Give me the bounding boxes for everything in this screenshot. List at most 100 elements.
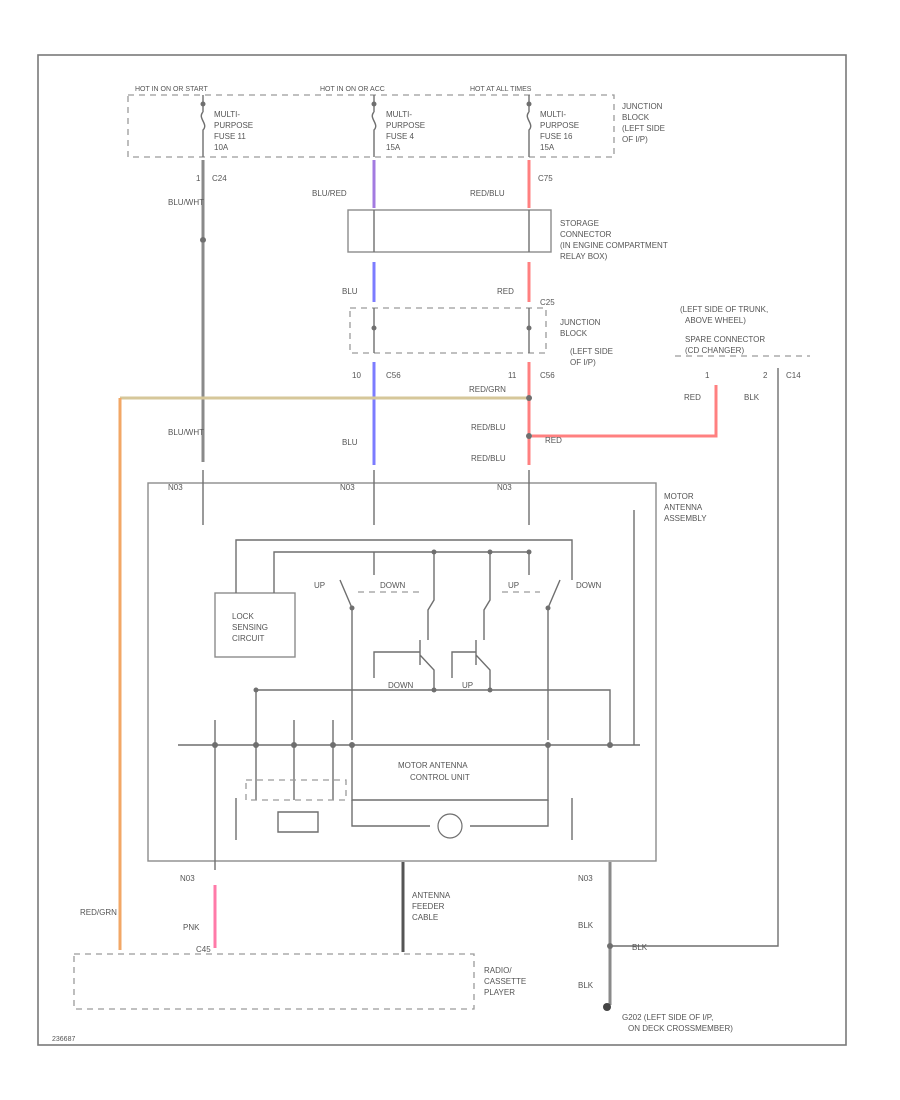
junction-block-top-label: JUNCTION BLOCK (LEFT SIDE OF I/P) (622, 102, 665, 144)
wire-label-red-blu: RED/BLU (470, 189, 505, 198)
ground-label: G202 (LEFT SIDE OF I/P, ON DECK CROSSMEM… (622, 1013, 733, 1033)
storage-connector-label: STORAGE CONNECTOR (IN ENGINE COMPARTMENT… (560, 219, 668, 261)
pin-1: 1 (196, 174, 201, 183)
wire-label-pnk: PNK (183, 923, 200, 932)
node (526, 325, 532, 331)
svg-text:ABOVE WHEEL): ABOVE WHEEL) (685, 316, 746, 325)
svg-text:ON DECK CROSSMEMBER): ON DECK CROSSMEMBER) (628, 1024, 733, 1033)
connector-n03b: N03 (340, 483, 355, 492)
fuse-4: MULTI- PURPOSE FUSE 4 15A (386, 110, 425, 152)
connector-c56: C56 (386, 371, 401, 380)
node (371, 101, 377, 107)
svg-text:FUSE 16: FUSE 16 (540, 132, 573, 141)
wire-label-blk-4: BLK (578, 981, 594, 990)
connector-n03c: N03 (497, 483, 512, 492)
label-down-3: DOWN (388, 681, 414, 690)
wire-label-blu-wht: BLU/WHT (168, 198, 204, 207)
switch-up-1: UP (314, 581, 325, 590)
control-unit-outline (178, 744, 640, 801)
lower-control-box (245, 779, 347, 801)
label-up-3: UP (462, 681, 473, 690)
svg-text:FUSE 11: FUSE 11 (214, 132, 246, 141)
connector-c24: C24 (212, 174, 227, 183)
ground-point (603, 1003, 611, 1011)
svg-text:CONTROL UNIT: CONTROL UNIT (410, 773, 470, 782)
motor-antenna-assembly-box (147, 482, 657, 862)
svg-text:(IN ENGINE COMPARTMENT: (IN ENGINE COMPARTMENT (560, 241, 668, 250)
svg-text:15A: 15A (386, 143, 401, 152)
lock-sensing-circuit-label: LOCK SENSING CIRCUIT (232, 612, 268, 643)
svg-text:RELAY BOX): RELAY BOX) (560, 252, 608, 261)
svg-text:STORAGE: STORAGE (560, 219, 599, 228)
svg-text:SPARE CONNECTOR: SPARE CONNECTOR (685, 335, 765, 344)
svg-text:PURPOSE: PURPOSE (540, 121, 579, 130)
assembly-leads (202, 470, 530, 525)
spare-connector-label: (LEFT SIDE OF TRUNK, ABOVE WHEEL) SPARE … (680, 305, 768, 355)
svg-text:CASSETTE: CASSETTE (484, 977, 526, 986)
svg-text:PLAYER: PLAYER (484, 988, 515, 997)
wire-label-blu-2: BLU (342, 438, 358, 447)
node (545, 605, 551, 611)
svg-text:(LEFT SIDE OF TRUNK,: (LEFT SIDE OF TRUNK, (680, 305, 768, 314)
svg-text:BLOCK: BLOCK (622, 113, 650, 122)
svg-text:CONNECTOR: CONNECTOR (560, 230, 612, 239)
svg-text:ANTENNA: ANTENNA (412, 891, 451, 900)
node (526, 549, 532, 555)
svg-text:15A: 15A (540, 143, 555, 152)
wire-label-blk: BLK (744, 393, 760, 402)
connector-n03a: N03 (168, 483, 183, 492)
junction-block-top-box (127, 94, 615, 158)
wire-blk-spare (612, 368, 779, 947)
switch-2 (547, 579, 561, 740)
pin-2-spare: 2 (763, 371, 768, 380)
node (371, 325, 377, 331)
svg-text:RADIO/: RADIO/ (484, 966, 512, 975)
splice (607, 943, 613, 949)
node (431, 687, 437, 693)
control-unit-label: MOTOR ANTENNA CONTROL UNIT (398, 761, 470, 782)
bus-label-3: HOT AT ALL TIMES (470, 86, 532, 93)
svg-text:FEEDER: FEEDER (412, 902, 445, 911)
switch-1 (339, 579, 353, 740)
wire-red-branch (532, 385, 718, 438)
wire-label-red-blu-3: RED/BLU (471, 454, 506, 463)
storage-connector-box (347, 209, 552, 253)
control-unit-pins (214, 690, 334, 870)
svg-text:MULTI-: MULTI- (214, 110, 240, 119)
switch-bus (235, 539, 573, 593)
wire-label-red-grn: RED/GRN (469, 385, 506, 394)
svg-text:G202 (LEFT SIDE OF I/P,: G202 (LEFT SIDE OF I/P, (622, 1013, 713, 1022)
wire-label-red: RED (497, 287, 514, 296)
transistor-1 (373, 552, 435, 692)
pin-10: 10 (352, 371, 361, 380)
bus-label-2: HOT IN ON OR ACC (320, 86, 385, 93)
svg-text:OF I/P): OF I/P) (622, 135, 648, 144)
svg-text:JUNCTION: JUNCTION (622, 102, 663, 111)
node (349, 605, 355, 611)
svg-text:PURPOSE: PURPOSE (214, 121, 253, 130)
motor-antenna-assembly-label: MOTOR ANTENNA ASSEMBLY (664, 492, 707, 523)
diagram-frame (37, 54, 847, 1046)
connector-n03d: N03 (180, 874, 195, 883)
wire-label-blu: BLU (342, 287, 358, 296)
svg-text:CIRCUIT: CIRCUIT (232, 634, 265, 643)
svg-text:MOTOR ANTENNA: MOTOR ANTENNA (398, 761, 468, 770)
node (487, 687, 493, 693)
transistor-2 (451, 552, 491, 692)
svg-text:FUSE 4: FUSE 4 (386, 132, 415, 141)
down-up-line (256, 689, 611, 745)
footer-code: 236687 (52, 1036, 75, 1043)
node (349, 742, 355, 748)
radio-box (73, 953, 475, 1010)
switch-down-2: DOWN (576, 581, 602, 590)
wire-label-blu-red: BLU/RED (312, 189, 347, 198)
switch-down-1: DOWN (380, 581, 406, 590)
motor-box (235, 798, 573, 840)
pin-1-spare: 1 (705, 371, 710, 380)
wire-label-blk-2: BLK (578, 921, 594, 930)
node (545, 742, 551, 748)
node (200, 101, 206, 107)
junction-block-mid-label: JUNCTION BLOCK (LEFT SIDE OF I/P) (560, 318, 613, 367)
svg-text:(CD CHANGER): (CD CHANGER) (685, 346, 744, 355)
